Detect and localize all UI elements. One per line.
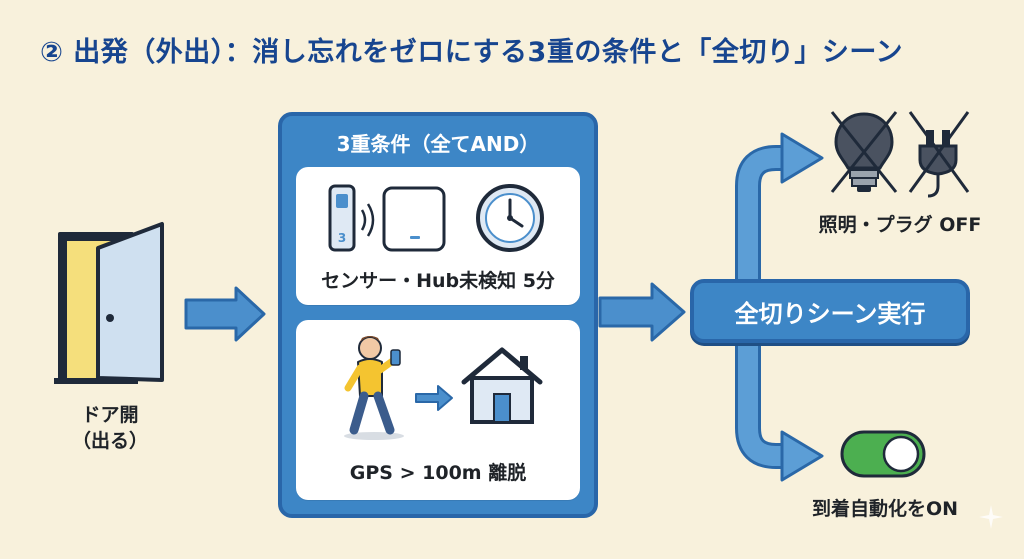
open-door-icon bbox=[54, 222, 164, 384]
sensor-badge: 3 bbox=[338, 231, 346, 245]
sensor-condition-label: センサー・Hub未検知 5分 bbox=[321, 270, 555, 292]
sensor-icons: 3 bbox=[328, 184, 544, 252]
house-icon bbox=[461, 347, 543, 424]
toggle-on-icon[interactable] bbox=[840, 430, 926, 480]
page-title: ② 出発（外出）：消し忘れをゼロにする3重の条件と「全切り」シーン bbox=[40, 37, 903, 68]
walking-person-icon bbox=[344, 336, 404, 440]
door-label: ドア開 （出る） bbox=[52, 402, 168, 454]
arrow-door-to-conditions bbox=[184, 286, 266, 342]
gps-condition-label: GPS > 100m 離脱 bbox=[349, 462, 527, 484]
arrow-head-off bbox=[780, 132, 824, 184]
arrow-head-on bbox=[780, 430, 824, 482]
door-sensor-icon: 3 bbox=[328, 184, 375, 252]
off-output-label: 照明・プラグ OFF bbox=[818, 214, 982, 236]
door-label-line2: （出る） bbox=[71, 430, 148, 452]
conditions-header: 3重条件（全てAND） bbox=[336, 132, 540, 156]
arrow-small-icon bbox=[415, 385, 453, 411]
all-off-scene-button[interactable]: 全切りシーン実行 bbox=[690, 279, 970, 343]
door-label-line1: ドア開 bbox=[81, 404, 139, 426]
clock-icon bbox=[476, 184, 544, 252]
arrow-conditions-to-scene bbox=[598, 282, 686, 342]
off-output-icons bbox=[830, 111, 970, 198]
gps-icons bbox=[344, 336, 543, 440]
plug-crossed-icon bbox=[908, 111, 970, 198]
hub-icon bbox=[382, 186, 446, 252]
sparkle-icon bbox=[979, 505, 1003, 529]
on-output-label: 到着自動化をON bbox=[811, 498, 959, 520]
lightbulb-crossed-icon bbox=[830, 111, 898, 193]
